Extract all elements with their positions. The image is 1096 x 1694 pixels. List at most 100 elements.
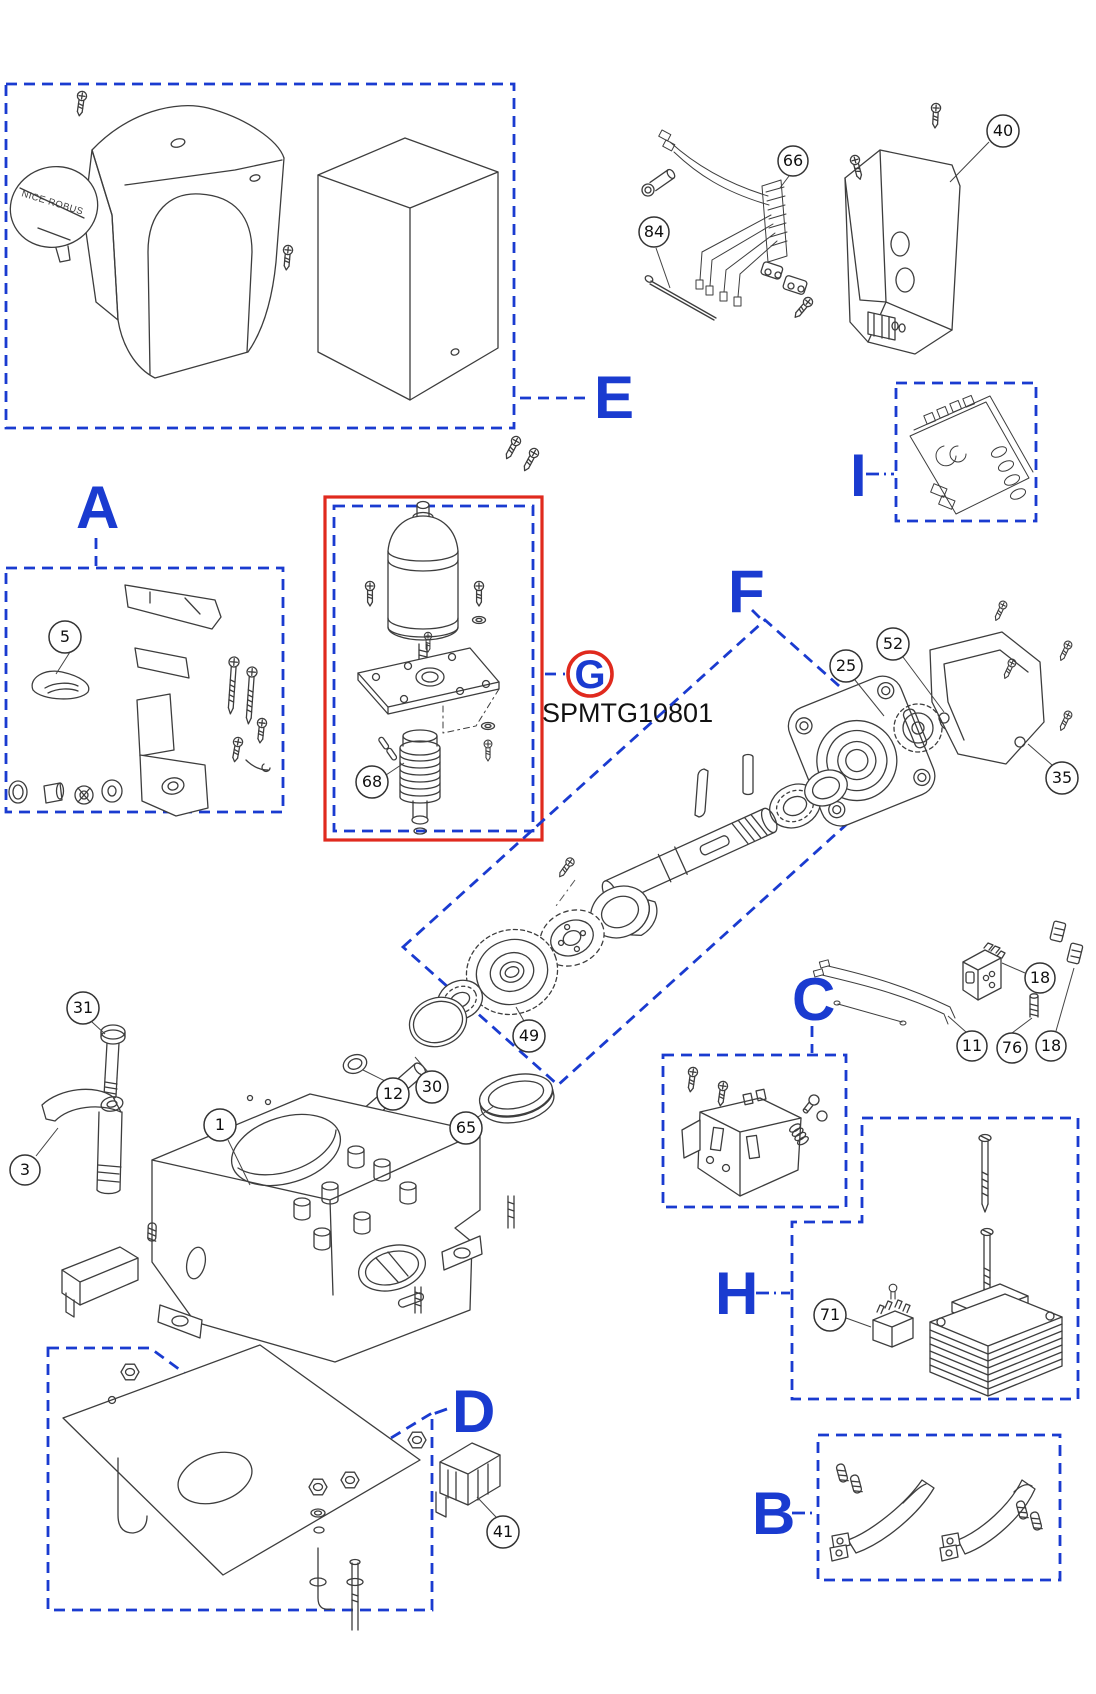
cover-screw-icon <box>991 599 1009 623</box>
svg-text:30: 30 <box>422 1077 442 1096</box>
seal-ring-drawing <box>804 769 848 807</box>
housing-screw-icon <box>929 102 942 129</box>
section-label-c: C <box>792 966 835 1033</box>
spring-icon <box>1029 1510 1043 1532</box>
callout-71: 71 <box>813 1298 872 1332</box>
motor-plate-drawing <box>357 631 500 734</box>
body-stud-drawing <box>414 1286 422 1314</box>
svg-text:68: 68 <box>362 772 382 791</box>
callout-35: 35 <box>1027 743 1079 795</box>
section-label-d: D <box>452 1378 495 1445</box>
body-posts <box>293 1145 417 1251</box>
svg-text:1: 1 <box>215 1115 225 1134</box>
section-box-h <box>790 1116 1080 1401</box>
svg-text:84: 84 <box>644 222 664 241</box>
svg-text:52: 52 <box>883 634 903 653</box>
section-d-connector <box>432 1407 448 1416</box>
cover-screw-icon <box>281 244 294 271</box>
release-lever-drawing <box>829 1479 935 1562</box>
svg-text:25: 25 <box>836 656 856 675</box>
main-body-drawing <box>151 1093 483 1363</box>
section-label-g: G <box>574 653 605 697</box>
callout-18a: 18 <box>1001 962 1056 994</box>
section-label-h: H <box>715 1260 758 1327</box>
shaft-key-drawing <box>694 753 754 818</box>
callout-18b: 18 <box>1035 967 1075 1062</box>
callout-65: 65 <box>449 1105 495 1145</box>
cover-screw-icon <box>501 434 523 462</box>
callout-3: 3 <box>9 1127 59 1186</box>
section-box-f <box>400 618 923 1087</box>
callout-52: 52 <box>876 627 945 713</box>
section-label-b: B <box>752 1480 795 1547</box>
section-box-i <box>894 381 1038 523</box>
section-label-a: A <box>76 474 119 541</box>
svg-text:18: 18 <box>1030 968 1050 987</box>
section-label-f: F <box>728 558 765 625</box>
shoulder-bolt-drawing <box>100 1024 126 1100</box>
release-lever-drawing <box>939 1479 1036 1562</box>
callout-1: 1 <box>203 1108 251 1186</box>
spring-icon <box>849 1473 863 1495</box>
release-parts-drawing <box>8 584 271 817</box>
control-board-drawing <box>909 394 1034 515</box>
nice-robus-cap-drawing: NICE ROBUS <box>9 165 99 263</box>
section-label-e: E <box>594 364 634 431</box>
front-cover-drawing <box>83 105 285 379</box>
svg-text:35: 35 <box>1052 768 1072 787</box>
cover-screw-icon <box>74 90 88 118</box>
svg-text:76: 76 <box>1002 1038 1022 1057</box>
section-box-c <box>661 1053 848 1209</box>
foundation-plate-drawing <box>62 1344 427 1610</box>
motor-drawing <box>387 500 459 661</box>
callout-5: 5 <box>48 620 82 675</box>
worm-gear-drawing <box>378 721 496 835</box>
rectifier-block-drawing <box>872 1283 914 1348</box>
clutch-disc-drawing <box>539 909 605 967</box>
limit-switch-drawing <box>962 942 1006 1001</box>
clutch-screw-axis <box>555 879 576 907</box>
g-marker-ring <box>566 650 614 698</box>
callout-49: 49 <box>512 1006 546 1053</box>
svg-text:18: 18 <box>1041 1036 1061 1055</box>
svg-text:5: 5 <box>60 627 70 646</box>
bracket-assembly-drawing <box>681 1066 828 1197</box>
svg-text:3: 3 <box>20 1160 30 1179</box>
gasket-ring-drawing <box>478 1073 555 1124</box>
svg-text:31: 31 <box>73 998 93 1017</box>
callout-25: 25 <box>829 649 885 717</box>
svg-text:41: 41 <box>493 1522 513 1541</box>
svg-text:66: 66 <box>783 151 803 170</box>
spring-icon <box>835 1462 849 1484</box>
svg-text:40: 40 <box>993 121 1013 140</box>
long-screw-drawing <box>978 1133 992 1213</box>
svg-text:11: 11 <box>962 1036 982 1055</box>
motor-screws-drawing <box>364 580 487 625</box>
gearbox-cover-drawing <box>929 631 1045 765</box>
section-box-a <box>4 566 285 814</box>
bolt-drawing <box>641 168 676 197</box>
product-code-text: SPMTG10801 <box>542 698 713 728</box>
pinion-gear-drawing <box>893 703 943 753</box>
section-box-g-highlight <box>323 495 544 842</box>
callout-31: 31 <box>66 991 106 1035</box>
wires-drawing <box>812 959 956 1026</box>
callout-84: 84 <box>638 216 671 289</box>
svg-text:12: 12 <box>383 1084 403 1103</box>
callout-76: 76 <box>996 1017 1033 1064</box>
shaft-seal-drawing <box>342 1053 368 1075</box>
clutch-screw-icon <box>555 855 577 880</box>
cover-screw-icon <box>1056 639 1074 663</box>
section-f-connector <box>751 609 764 622</box>
callout-66: 66 <box>777 145 809 189</box>
callout-68: 68 <box>355 762 405 799</box>
section-box-b <box>816 1433 1062 1582</box>
svg-text:65: 65 <box>456 1118 476 1137</box>
anchor-stud-drawing <box>346 1558 364 1631</box>
callout-41: 41 <box>476 1496 520 1549</box>
switch-cams-drawing <box>1049 920 1084 965</box>
release-pin-drawing <box>644 275 717 321</box>
release-handle-drawing <box>41 1088 124 1195</box>
